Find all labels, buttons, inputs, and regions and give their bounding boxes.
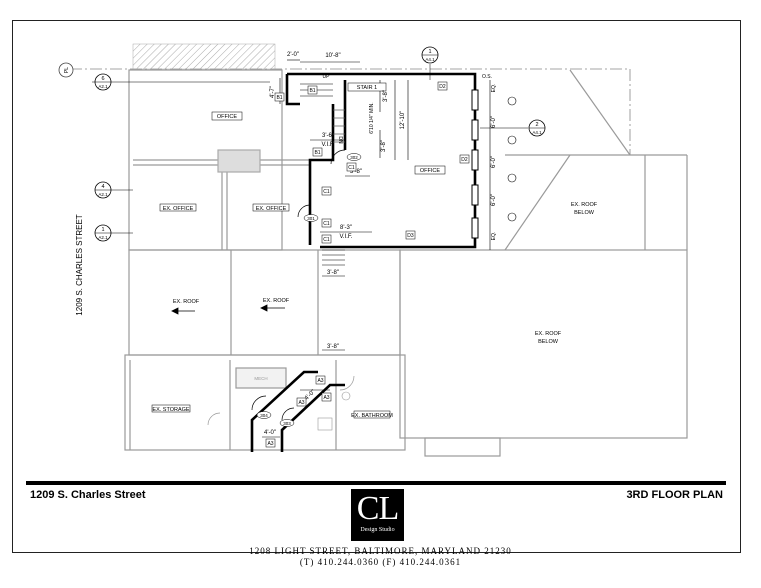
door-304: 304 [260,413,268,418]
property-line [70,68,631,155]
dim-os: O.S. [482,74,492,80]
dim-3-8-a: 3'-8" [383,90,389,102]
roof-arrows [171,304,285,315]
room-ex-office-1: EX. OFFICE [163,206,194,212]
dim-10-8: 10'-8" [325,53,340,59]
stair-up: UP [323,74,331,80]
dim-3-8-d: 3'-8" [327,270,339,276]
room-office-right: OFFICE [420,168,440,174]
room-roof-below-2: EX. ROOF [535,331,562,337]
project-address: 1209 S. Charles Street [30,489,146,501]
room-mech: MECH [254,376,267,381]
room-ex-office-2: EX. OFFICE [256,206,287,212]
room-stair: STAIR 1 [357,85,377,91]
door-tags: 301 302 303 304 [256,153,362,427]
adjacent-wall-hatch [132,43,276,70]
tag-b1c: B1 [314,150,320,156]
drawing-border [12,20,741,553]
tag-b1b: B1 [309,88,315,94]
door-303: 303 [283,421,291,426]
tag-a3a: A3 [317,378,323,384]
dim-3-6: 3'-6" [322,133,334,139]
dim-3-8-c: 3'-8" [350,169,362,175]
dimension-lines [262,59,491,438]
dim-vif-1: V.I.F. [321,142,334,148]
section-marker-a4-2: 2 A4.1 [480,119,546,137]
room-office-left: OFFICE [217,114,237,120]
tag-c1c: C1 [323,221,330,227]
dim-6-0-b: 6'-0" [491,156,497,168]
door-swings [207,149,355,426]
room-ex-bathroom: EX. BATHROOM [351,413,393,419]
new-walls [250,72,477,452]
sheet-title: 3RD FLOOR PLAN [626,489,723,501]
dim-6-min: 6'10 1/4" MIN. [369,102,375,133]
dimension-text: 2'-0" 10'-8" 4'-7" 3'-8" 6'10 1/4" MIN. … [264,52,497,436]
room-ex-roof-1: EX. ROOF [173,299,200,305]
door-301: 301 [307,216,315,221]
room-roof-below-1b: BELOW [574,210,595,216]
svg-text:A2.1: A2.1 [98,84,108,89]
dim-3-8-b: 3'-8" [381,140,387,152]
tag-a3c: A3 [298,400,304,406]
svg-text:1: 1 [428,49,431,55]
dim-2-0: 2'-0" [287,52,299,58]
tag-a3d: A3 [267,441,273,447]
dim-6-0-c: 6'-0" [491,194,497,206]
dim-4-0-b: 4'-0" [264,430,276,436]
tag-d2b: D2 [461,157,468,163]
svg-text:PL: PL [64,67,70,73]
studio-logo: CL Design Studio [351,489,404,541]
dim-4-7: 4'-7" [270,86,276,98]
existing-walls [124,69,688,457]
stair [300,83,345,266]
door-302: 302 [350,155,358,160]
footer-address: 1208 LIGHT STREET, BALTIMORE, MARYLAND 2… [249,546,512,556]
room-roof-below-2b: BELOW [538,339,559,345]
window-callouts [507,96,517,222]
section-marker-4: 4 A2.1 [94,181,133,199]
tags: B1 B1 B1 D2 D2 D3 C1 C1 C1 C1 A3 A3 A3 A… [265,81,470,448]
svg-text:A4.1: A4.1 [425,57,435,62]
bathroom-fixtures [317,391,351,431]
dim-vif-2: V.I.F. [339,234,352,240]
tag-d3: D3 [407,233,414,239]
dim-12-10: 12'-10" [400,111,406,130]
property-line-marker: PL [58,62,74,78]
room-roof-below-1: EX. ROOF [571,202,598,208]
room-labels: OFFICE OFFICE EX. OFFICE EX. OFFICE EX. … [151,82,598,419]
logo-mark: CL [356,490,399,527]
dim-eq-2: EQ. [491,232,497,241]
section-marker-6: 6 A2.1 [92,73,270,91]
dim-8-3: 8'-3" [340,225,352,231]
room-ex-storage: EX. STORAGE [152,407,190,413]
logo-studio-name: Design Studio [360,527,395,533]
street-label: 1209 S. CHARLES STREET [75,214,84,315]
svg-text:A2.1: A2.1 [98,192,108,197]
section-marker-1: 1 A2.1 [94,224,133,242]
tag-c1a: C1 [348,165,355,171]
dim-6-0-a: 6'-0" [491,116,497,128]
room-ex-roof-2: EX. ROOF [263,298,290,304]
svg-text:1: 1 [101,227,104,233]
tag-b1: B1 [276,95,282,101]
svg-text:A4.1: A4.1 [532,130,542,135]
dim-3-8-e: 3'-8" [327,344,339,350]
tag-c1d: C1 [323,237,330,243]
svg-text:4: 4 [101,184,104,190]
svg-text:6: 6 [101,76,104,82]
stair-dn: DN [337,136,343,144]
section-marker-a4-1: 1 A4.1 [421,46,439,80]
tag-a3b: A3 [323,395,329,401]
dim-eq-1: EQ. [491,84,497,93]
svg-text:A2.1: A2.1 [98,235,108,240]
title-block-rule [26,481,726,485]
footer-phone-fax: (T) 410.244.0360 (F) 410.244.0361 [299,557,462,567]
tag-c1b: C1 [323,189,330,195]
tag-d2a: D2 [439,84,446,90]
svg-text:2: 2 [535,122,538,128]
windows [471,89,479,239]
